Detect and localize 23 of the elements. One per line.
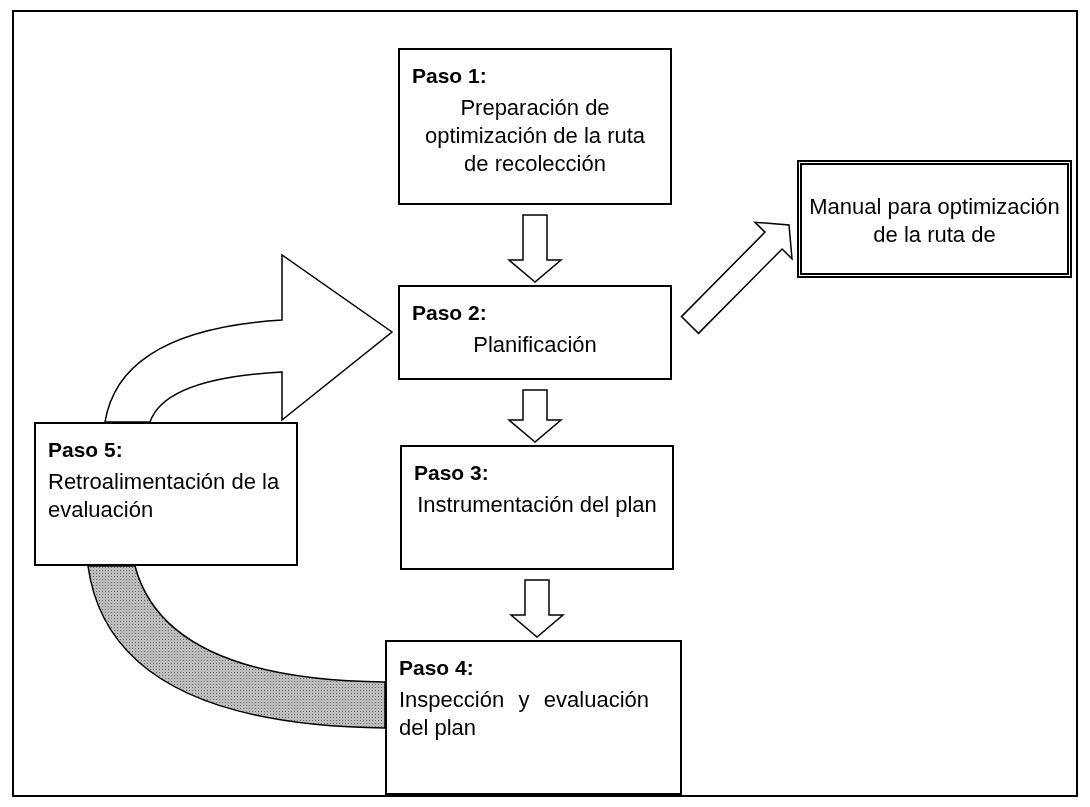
step-description: Instrumentación del plan [417, 491, 657, 519]
curved-block-arrow [104, 254, 393, 423]
process-box [385, 640, 682, 795]
curved-band [87, 565, 386, 729]
step-heading: Paso 2: [412, 300, 487, 326]
block-arrow [506, 389, 564, 443]
step-description: Planificación [473, 331, 597, 359]
step-heading: Paso 4: [399, 655, 474, 681]
process-box [398, 285, 672, 380]
step-description: Manual para optimización de la ruta de [808, 193, 1061, 249]
document-box [797, 160, 1072, 278]
block-arrow [508, 579, 566, 638]
step-description: Preparación de optimización de la ruta de recolección [423, 94, 647, 178]
block-arrow [506, 214, 564, 283]
step-description: Retroalimentación de la evaluación [48, 468, 281, 524]
process-box [400, 445, 674, 570]
step-heading: Paso 5: [48, 437, 123, 463]
step-heading: Paso 1: [412, 63, 487, 89]
block-arrow [680, 221, 793, 335]
step-heading: Paso 3: [414, 460, 489, 486]
process-box [398, 48, 672, 205]
process-box [34, 422, 298, 566]
step-description: Inspección y evaluación del plan [399, 686, 649, 742]
